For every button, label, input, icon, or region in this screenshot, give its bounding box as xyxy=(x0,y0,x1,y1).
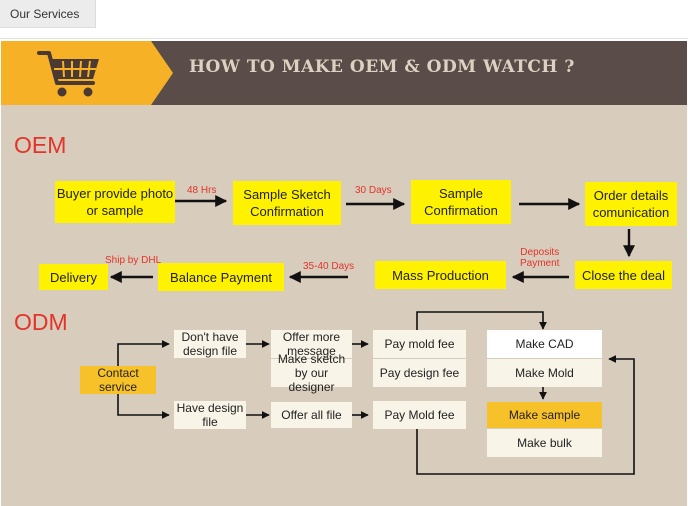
page-title: HOW TO MAKE OEM & ODM WATCH ? xyxy=(189,57,575,77)
label-30-days: 30 Days xyxy=(355,185,392,196)
step-offer-all-file: Offer all file xyxy=(271,402,352,428)
step-delivery: Delivery xyxy=(39,264,108,290)
oem-heading: OEM xyxy=(14,132,67,158)
step-make-sample: Make sample xyxy=(487,402,602,428)
step-close-deal: Close the deal xyxy=(575,261,672,289)
step-offer-more-message: Offer more message xyxy=(271,330,352,358)
step-make-sketch: Make sketch by our designer xyxy=(271,352,352,394)
step-dont-have-design: Don't have design file xyxy=(174,330,246,358)
step-balance-payment: Balance Payment xyxy=(158,263,284,291)
tab-our-services[interactable]: Our Services xyxy=(0,0,96,28)
odm-heading: ODM xyxy=(14,309,68,335)
step-make-bulk: Make bulk xyxy=(487,429,602,457)
label-35-40-days: 35-40 Days xyxy=(303,261,355,272)
step-order-details: Order details comunication xyxy=(585,182,677,226)
label-48-hrs: 48 Hrs xyxy=(187,185,217,196)
step-buyer-provide: Buyer provide photo or sample xyxy=(55,181,175,223)
step-have-design-file: Have design file xyxy=(174,401,246,429)
tab-bar: Our Services xyxy=(0,0,688,39)
label-deposits-payment: Deposits Payment xyxy=(520,247,560,269)
step-contact-service: Contact service xyxy=(80,366,156,394)
services-infographic: HOW TO MAKE OEM & ODM WATCH ? OEM ODM xyxy=(1,41,687,506)
step-sample-confirmation: Sample Confirmation xyxy=(411,180,511,224)
step-sample-sketch: Sample Sketch Confirmation xyxy=(233,181,341,225)
shopping-cart-icon xyxy=(37,51,99,97)
step-pay-mold-fee: Pay mold fee xyxy=(373,330,466,358)
label-ship-by-dhl: Ship by DHL xyxy=(105,255,162,266)
step-make-cad: Make CAD xyxy=(487,330,602,358)
step-pay-design-fee: Pay design fee xyxy=(373,359,466,387)
step-make-mold: Make Mold xyxy=(487,359,602,387)
header-banner: HOW TO MAKE OEM & ODM WATCH ? xyxy=(1,41,687,105)
step-pay-mold-fee-2: Pay Mold fee xyxy=(373,401,466,429)
step-mass-production: Mass Production xyxy=(375,261,506,289)
